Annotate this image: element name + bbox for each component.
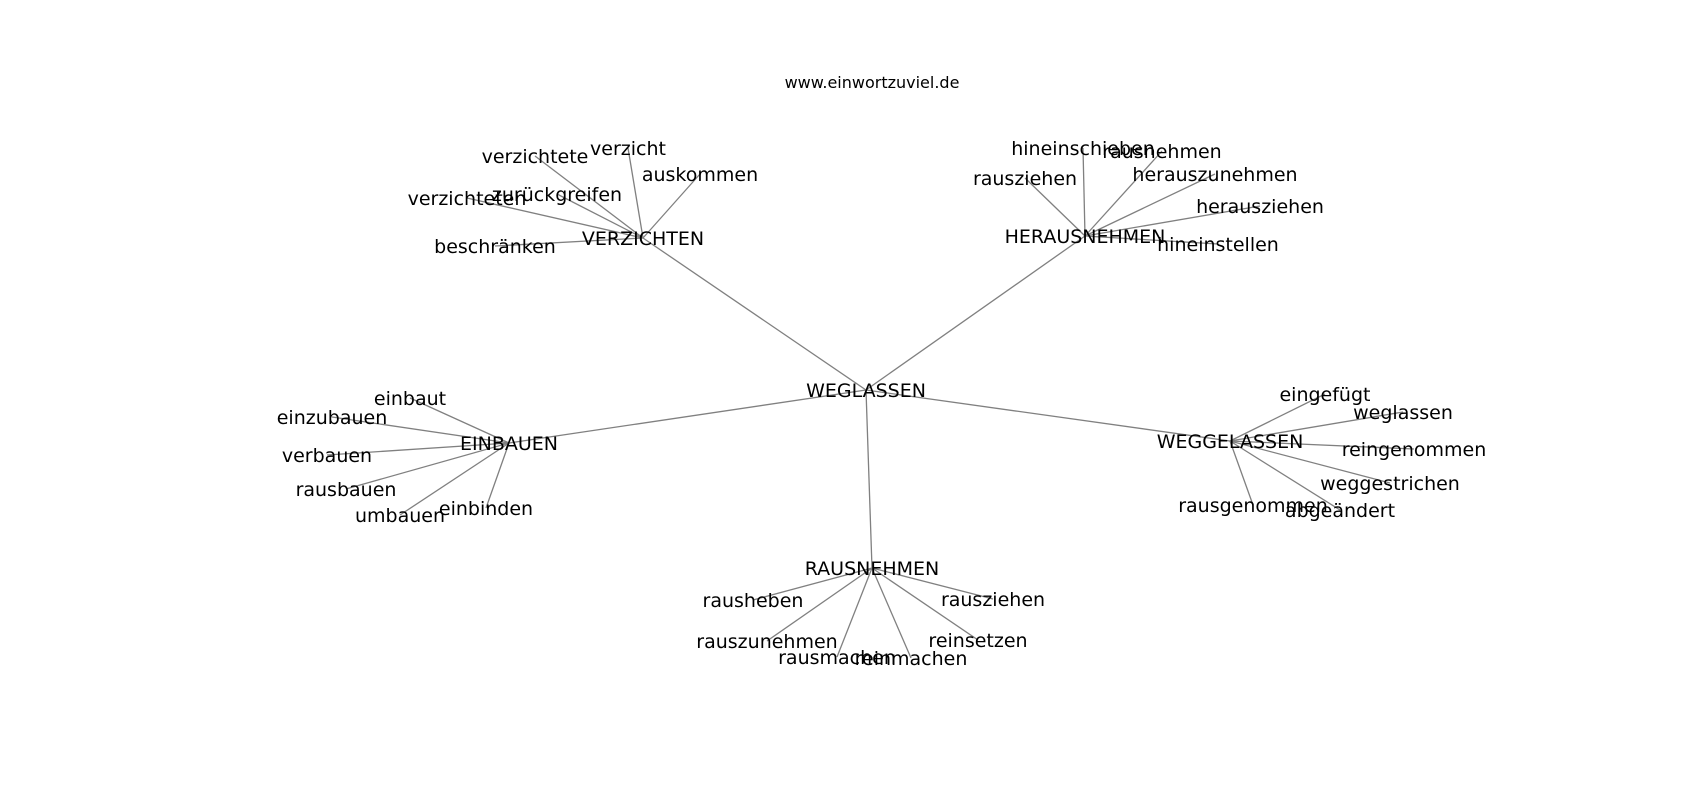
hub-node-label: EINBAUEN [460, 433, 558, 455]
edge-center-verzichten [642, 237, 867, 391]
edge-center-weggelassen [865, 389, 1231, 442]
edge-leaf [871, 567, 912, 659]
edge-leaf [1229, 440, 1415, 450]
leaf-node-label: rausbauen [296, 479, 397, 501]
leaf-node-label: reinsetzen [928, 630, 1027, 652]
edge-leaf [1084, 205, 1261, 237]
leaf-node-label: weglassen [1353, 402, 1453, 424]
leaf-node-label: abgeändert [1285, 500, 1395, 522]
edge-leaf [871, 567, 994, 600]
leaf-node-label: umbauen [355, 505, 445, 527]
leaf-node-label: verzichteten [408, 188, 527, 210]
edge-leaf [1229, 393, 1326, 442]
edge-leaf [1082, 147, 1086, 237]
leaf-node-label: rausmachen [778, 647, 896, 669]
leaf-node-label: reingenommen [1342, 439, 1487, 461]
leaf-node-label: rausziehen [973, 168, 1077, 190]
edge-leaf [1229, 411, 1404, 442]
edge-leaf [1229, 440, 1254, 506]
edge-leaf [642, 173, 701, 239]
site-url: www.einwortzuviel.de [785, 73, 960, 92]
edge-leaf [1229, 440, 1391, 484]
leaf-node-label: rauszunehmen [696, 631, 837, 653]
edge-leaf [326, 442, 510, 456]
edge-leaf [627, 147, 644, 239]
edge-leaf [494, 237, 644, 247]
edge-leaf [752, 567, 873, 601]
leaf-node-label: reinmachen [855, 648, 968, 670]
edge-leaf [1084, 235, 1219, 245]
leaf-node-label: rausheben [703, 590, 804, 612]
leaf-node-label: zurückgreifen [492, 184, 622, 206]
edge-leaf [1229, 440, 1341, 511]
edge-center-einbauen [508, 389, 867, 444]
edge-center-rausnehmen [865, 389, 873, 569]
leaf-node-label: verzicht [590, 138, 666, 160]
edge-leaf [836, 567, 873, 658]
edge-leaf [766, 567, 873, 642]
leaf-node-label: herauszunehmen [1132, 164, 1297, 186]
hub-node-label: VERZICHTEN [582, 228, 704, 250]
leaf-node-label: rausgenommen [1178, 495, 1328, 517]
graph-edges [326, 147, 1415, 659]
leaf-node-label: rausziehen [941, 589, 1045, 611]
edge-leaf [1024, 177, 1086, 237]
leaf-node-label: hineinschieben [1011, 138, 1155, 160]
graph-labels: www.einwortzuviel.de WEGLASSEN VERZICHTEN… [277, 73, 1487, 670]
edge-leaf [399, 442, 510, 516]
leaf-node-label: weggestrichen [1320, 473, 1460, 495]
edge-leaf [534, 155, 644, 239]
leaf-node-label: herausziehen [1196, 196, 1324, 218]
center-node-label: WEGLASSEN [806, 380, 926, 402]
edge-leaf [871, 567, 979, 641]
leaf-node-label: verbauen [282, 445, 372, 467]
hub-node-label: HERAUSNEHMEN [1005, 226, 1166, 248]
hub-node-label: RAUSNEHMEN [805, 558, 940, 580]
leaf-node-label: auskommen [642, 164, 758, 186]
edge-leaf [331, 416, 510, 444]
leaf-node-label: einzubauen [277, 407, 388, 429]
leaf-node-label: hineinstellen [1157, 234, 1279, 256]
edge-leaf [1084, 150, 1163, 237]
edge-leaf [345, 442, 510, 490]
edge-leaf [466, 197, 644, 239]
edge-center-herausnehmen [865, 235, 1086, 391]
edge-leaf [556, 193, 644, 239]
leaf-node-label: beschränken [434, 236, 556, 258]
leaf-node-label: einbinden [439, 498, 533, 520]
leaf-node-label: eingefügt [1279, 384, 1370, 406]
leaf-node-label: verzichtete [482, 146, 589, 168]
edge-leaf [1084, 173, 1216, 237]
leaf-node-label: rausnehmen [1102, 141, 1221, 163]
edge-leaf [485, 442, 510, 509]
leaf-node-label: einbaut [374, 388, 446, 410]
edge-leaf [409, 397, 510, 444]
hub-node-label: WEGGELASSEN [1157, 431, 1304, 453]
